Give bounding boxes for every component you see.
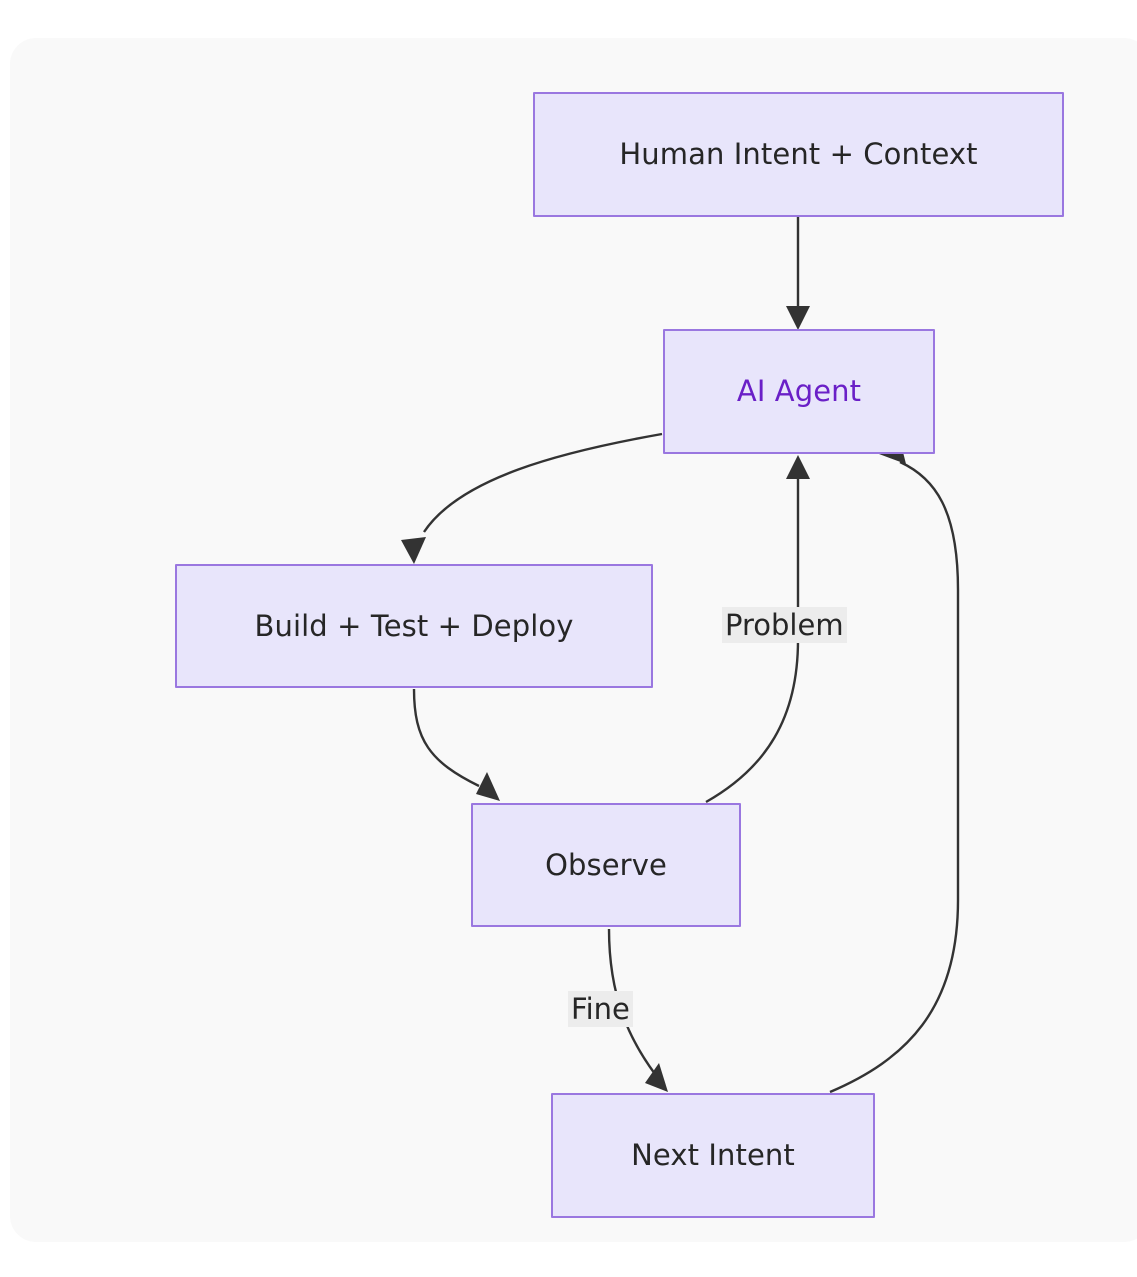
node-label-observe: Observe (545, 847, 667, 882)
edge-next-intent-to-ai-agent (829, 440, 960, 1094)
node-label-build-test-deploy: Build + Test + Deploy (254, 608, 574, 643)
node-label-human-intent: Human Intent + Context (619, 137, 978, 171)
edge-observe-to-ai-agent (705, 455, 810, 804)
node-ai-agent[interactable]: AI Agent (663, 329, 935, 454)
node-human-intent[interactable]: Human Intent + Context (533, 92, 1064, 217)
node-build-test-deploy[interactable]: Build + Test + Deploy (175, 564, 653, 688)
arrow-head-icon (401, 537, 426, 564)
node-label-ai-agent: AI Agent (736, 374, 862, 408)
edge-ai-agent-to-build (401, 432, 663, 564)
node-next-intent[interactable]: Next Intent (551, 1093, 875, 1218)
node-label-next-intent: Next Intent (631, 1138, 795, 1172)
edge-label-problem: Problem (722, 607, 847, 644)
arrow-head-icon (786, 455, 810, 479)
edge-human-intent-to-ai-agent (786, 217, 810, 330)
arrow-head-icon (645, 1063, 668, 1092)
node-observe[interactable]: Observe (471, 803, 741, 927)
edge-build-to-observe (412, 688, 500, 801)
edge-label-fine: Fine (568, 991, 633, 1028)
arrow-head-icon (786, 306, 810, 330)
arrow-head-icon (476, 772, 500, 801)
